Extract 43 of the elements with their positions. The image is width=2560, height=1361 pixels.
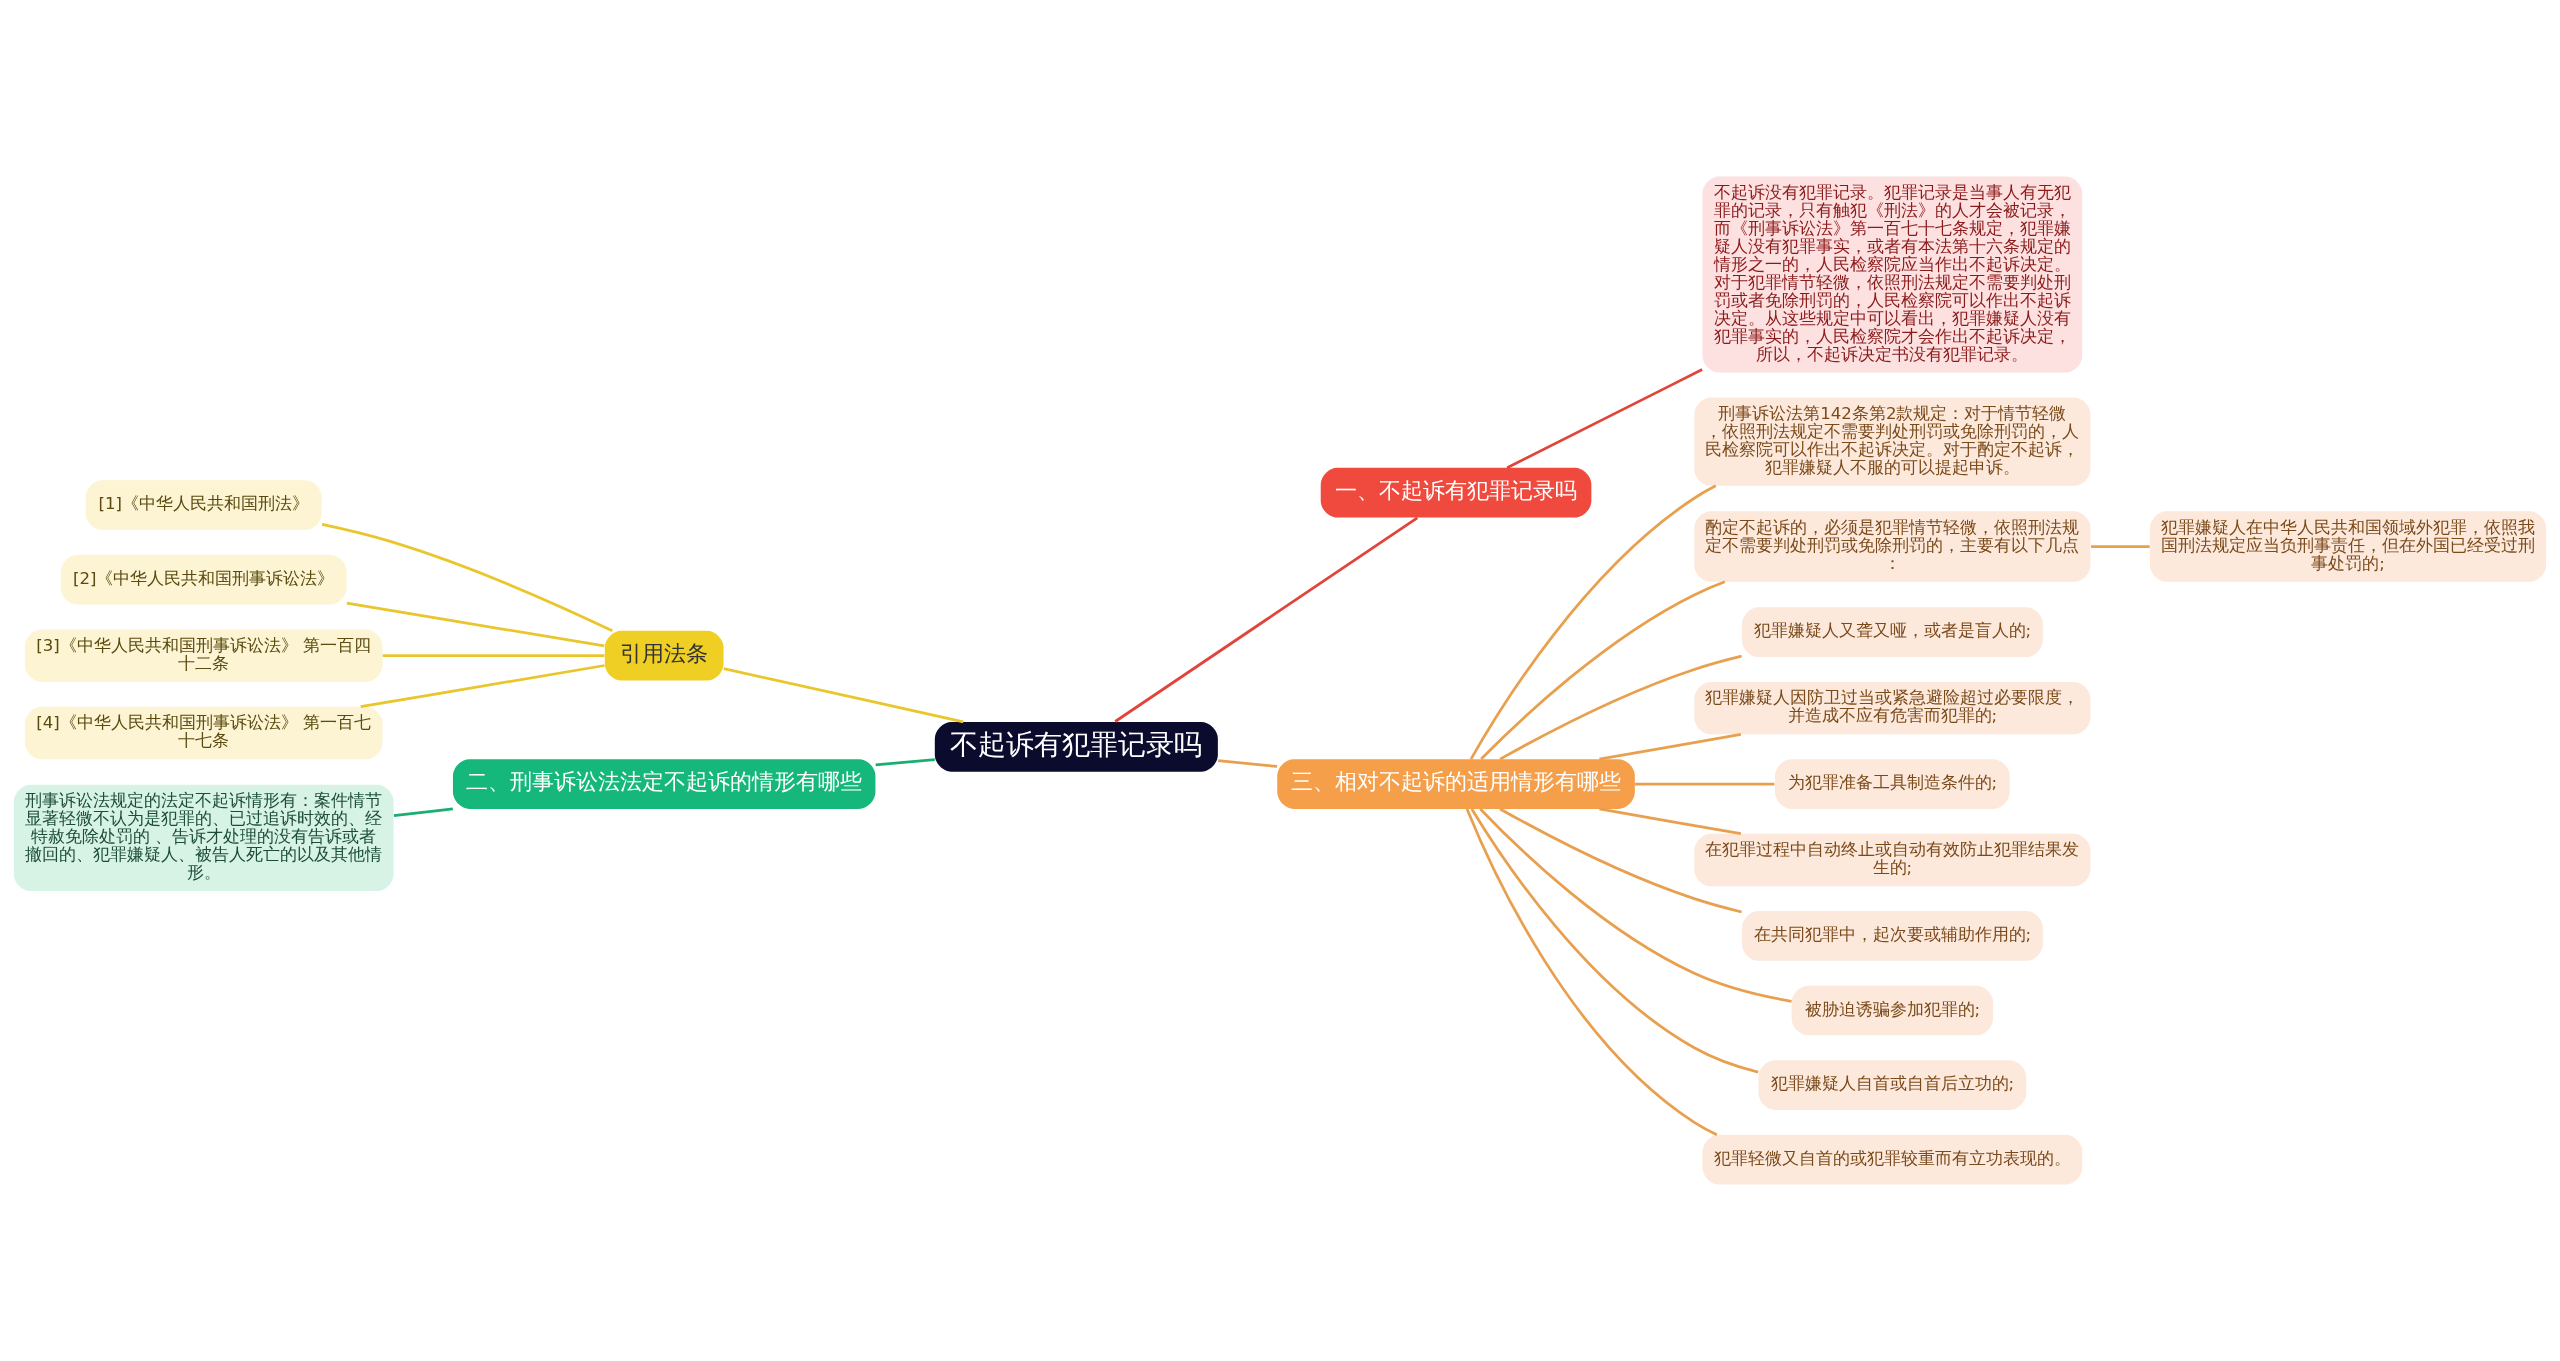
connector: [1465, 808, 1718, 1136]
node-box: 在共同犯罪中，起次要或辅助作用的;: [1741, 911, 2043, 961]
connector: [360, 664, 605, 709]
connector: [321, 523, 613, 633]
connector: [2091, 545, 2150, 548]
node-box: 二、刑事诉讼法法定不起诉的情形有哪些: [452, 759, 876, 809]
node-box: 不起诉有犯罪记录吗: [934, 721, 1218, 772]
connector: [875, 758, 935, 767]
node-box: 在犯罪过程中自动终止或自动有效防止犯罪结果发生的;: [1694, 833, 2091, 887]
node-box: 酌定不起诉的，必须是犯罪情节轻微，依照刑法规定不需要判处刑罚或免除刑罚的，主要有以下几点：: [1694, 511, 2091, 582]
connector: [1217, 759, 1278, 768]
node-box: 犯罪嫌疑人在中华人民共和国领域外犯罪，依照我国刑法规定应当负刑事责任，但在外国已经受过刑事处罚的;: [2149, 511, 2547, 582]
connector: [346, 601, 605, 648]
node-box: [3]《中华人民共和国刑事诉讼法》 第一百四十二条: [24, 629, 383, 682]
connector: [1479, 807, 1792, 1003]
connector: [1599, 733, 1742, 761]
node-box: 犯罪轻微又自首的或犯罪较重而有立功表现的。: [1702, 1134, 2083, 1185]
node-box: 为犯罪准备工具制造条件的;: [1775, 759, 2010, 809]
connector: [1469, 484, 1717, 760]
connector: [393, 807, 454, 818]
node-box: [2]《中华人民共和国刑事诉讼法》: [60, 554, 347, 605]
node-box: [1]《中华人民共和国刑法》: [85, 480, 322, 530]
node-box: 一、不起诉有犯罪记录吗: [1320, 467, 1592, 518]
connector: [1470, 808, 1759, 1074]
connector: [1480, 580, 1726, 761]
connector: [1499, 807, 1742, 914]
connector: [723, 667, 964, 724]
connector: [382, 654, 605, 658]
node-box: 三、相对不起诉的适用情形有哪些: [1277, 759, 1635, 809]
node-box: [4]《中华人民共和国刑事诉讼法》 第一百七十七条: [24, 706, 383, 760]
connector: [1114, 516, 1419, 723]
node-box: 刑事诉讼法规定的法定不起诉情形有：案件情节显著轻微不认为是犯罪的、已过追诉时效的、经特赦免除处罚的 、告诉才处理的没有告诉或者撤回的、犯罪嫌疑人、被告人死亡的以及其他情形。: [13, 784, 394, 892]
node-box: 犯罪嫌疑人因防卫过当或紧急避险超过必要限度，并造成不应有危害而犯罪的;: [1694, 681, 2091, 735]
node-box: 不起诉没有犯罪记录。犯罪记录是当事人有无犯罪的记录，只有触犯《刑法》的人才会被记录，而《刑事诉讼法》第一百七十七条规定，犯罪嫌疑人没有犯罪事实，或者有本法第十六条规定的情形之一的，人民检察院应当作出不起诉决定。对于犯罪情节轻微，依照刑法规定不需要判处刑罚或者免除刑罚的，人民检察院可以作出不起诉决定。从这些规定中可以看出，犯罪嫌疑人没有犯罪事实的，人民检察院才会作出不起诉决定，所以，不起诉决定书没有犯罪记录。: [1702, 176, 2083, 373]
node-box: 被胁迫诱骗参加犯罪的;: [1791, 985, 1994, 1036]
connector: [1499, 654, 1742, 761]
node-box: 引用法条: [604, 630, 724, 681]
node-box: 犯罪嫌疑人自首或自首后立功的;: [1758, 1060, 2027, 1110]
node-box: 刑事诉讼法第142条第2款规定：对于情节轻微，依照刑法规定不需要判处刑罚或免除刑罚的，人民检察院可以作出不起诉决定。对于酌定不起诉，犯罪嫌疑人不服的可以提起申诉。: [1694, 397, 2091, 486]
connector: [1506, 368, 1703, 469]
node-box: 犯罪嫌疑人又聋又哑，或者是盲人的;: [1741, 607, 2043, 658]
connector: [1599, 807, 1742, 836]
connector: [1635, 782, 1775, 786]
